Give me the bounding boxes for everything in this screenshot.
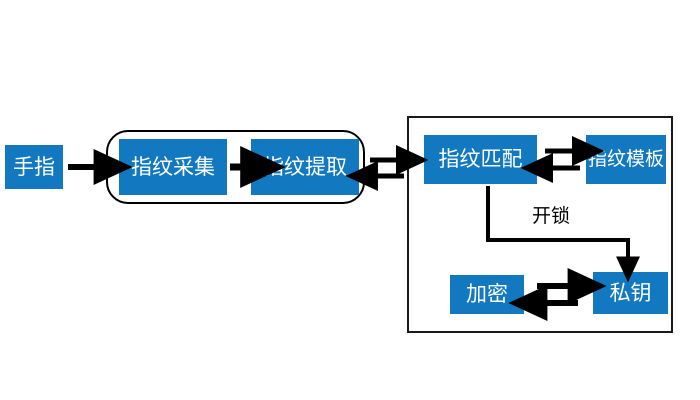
verification-group-container	[407, 116, 673, 333]
node-fingerprint-extract[interactable]: 指纹提取	[251, 139, 359, 195]
node-fingerprint-capture[interactable]: 指纹采集	[119, 139, 227, 195]
node-fingerprint-match-label: 指纹匹配	[438, 147, 523, 171]
arrow-extract-to-match-bidirectional	[345, 145, 429, 191]
node-finger[interactable]: 手指	[5, 145, 63, 189]
node-private-key-label: 私钥	[609, 280, 652, 305]
node-fingerprint-template[interactable]: 指纹模板	[586, 135, 666, 184]
node-fingerprint-template-label: 指纹模板	[587, 148, 664, 170]
node-encrypt[interactable]: 加密	[450, 275, 524, 314]
node-private-key[interactable]: 私钥	[593, 272, 668, 314]
node-fingerprint-match[interactable]: 指纹匹配	[424, 135, 537, 184]
node-encrypt-label: 加密	[466, 282, 508, 306]
node-finger-label: 手指	[13, 154, 55, 179]
edge-label-unlock: 开锁	[532, 205, 571, 227]
node-fingerprint-extract-label: 指纹提取	[263, 154, 347, 179]
node-fingerprint-capture-label: 指纹采集	[131, 154, 215, 179]
